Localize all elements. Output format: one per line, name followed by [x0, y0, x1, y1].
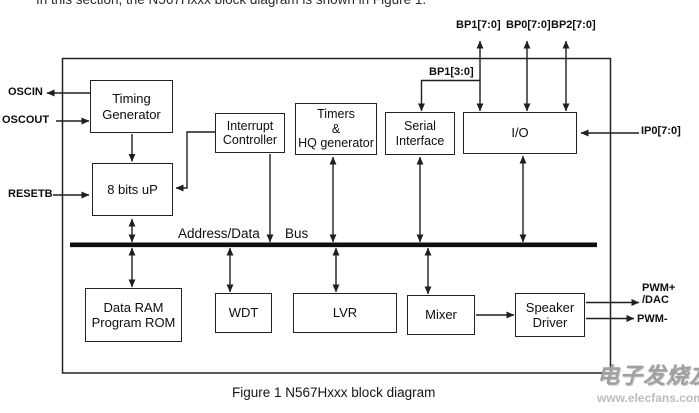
pin-label-oscout: OSCOUT — [2, 114, 50, 126]
pin-label-pwm-plus-dac: PWM+ /DAC — [642, 282, 676, 306]
block-8bits-up: 8 bits uP — [92, 163, 173, 216]
block-lvr: LVR — [293, 293, 397, 333]
block-data-ram-program-rom: Data RAM Program ROM — [85, 288, 182, 342]
wire-bp1-30-serial — [418, 79, 480, 112]
pin-label-bp2-70: BP2[7:0] — [551, 19, 596, 31]
pin-label-oscin: OSCIN — [8, 86, 43, 98]
block-interrupt-controller: Interrupt Controller — [215, 113, 285, 153]
diagram-outer-border — [61, 57, 612, 374]
figure-caption: Figure 1 N567Hxxx block diagram — [232, 385, 436, 400]
wire-intctrl-to-cpu — [175, 131, 215, 192]
block-timing-generator: Timing Generator — [90, 80, 173, 133]
intro-text: In this section, the N567Hxxx block diag… — [36, 0, 426, 7]
block-mixer: Mixer — [407, 295, 475, 335]
watermark-logo-text: 电子发烧友 — [597, 363, 699, 388]
block-timers-hq-generator: Timers & HQ generator — [295, 103, 377, 155]
block-serial-interface: Serial Interface — [385, 112, 455, 155]
block-io: I/O — [463, 112, 577, 154]
pin-label-pwm-minus: PWM- — [637, 313, 668, 325]
pin-label-bp0-70: BP0[7:0] — [506, 19, 551, 31]
watermark: 电子发烧友 www.elecfans.com — [597, 358, 699, 405]
pin-label-bp1-70: BP1[7:0] — [456, 19, 501, 31]
pin-label-ip0-70: IP0[7:0] — [641, 125, 681, 137]
block-speaker-driver: Speaker Driver — [515, 293, 585, 337]
pin-label-bp1-30: BP1[3:0] — [429, 66, 474, 78]
pin-label-resetb: RESETB — [8, 188, 53, 200]
bus-label-address-data: Address/Data — [178, 226, 260, 241]
block-wdt: WDT — [215, 293, 272, 333]
watermark-url: www.elecfans.com — [597, 391, 699, 405]
bus-label-bus: Bus — [285, 226, 309, 241]
